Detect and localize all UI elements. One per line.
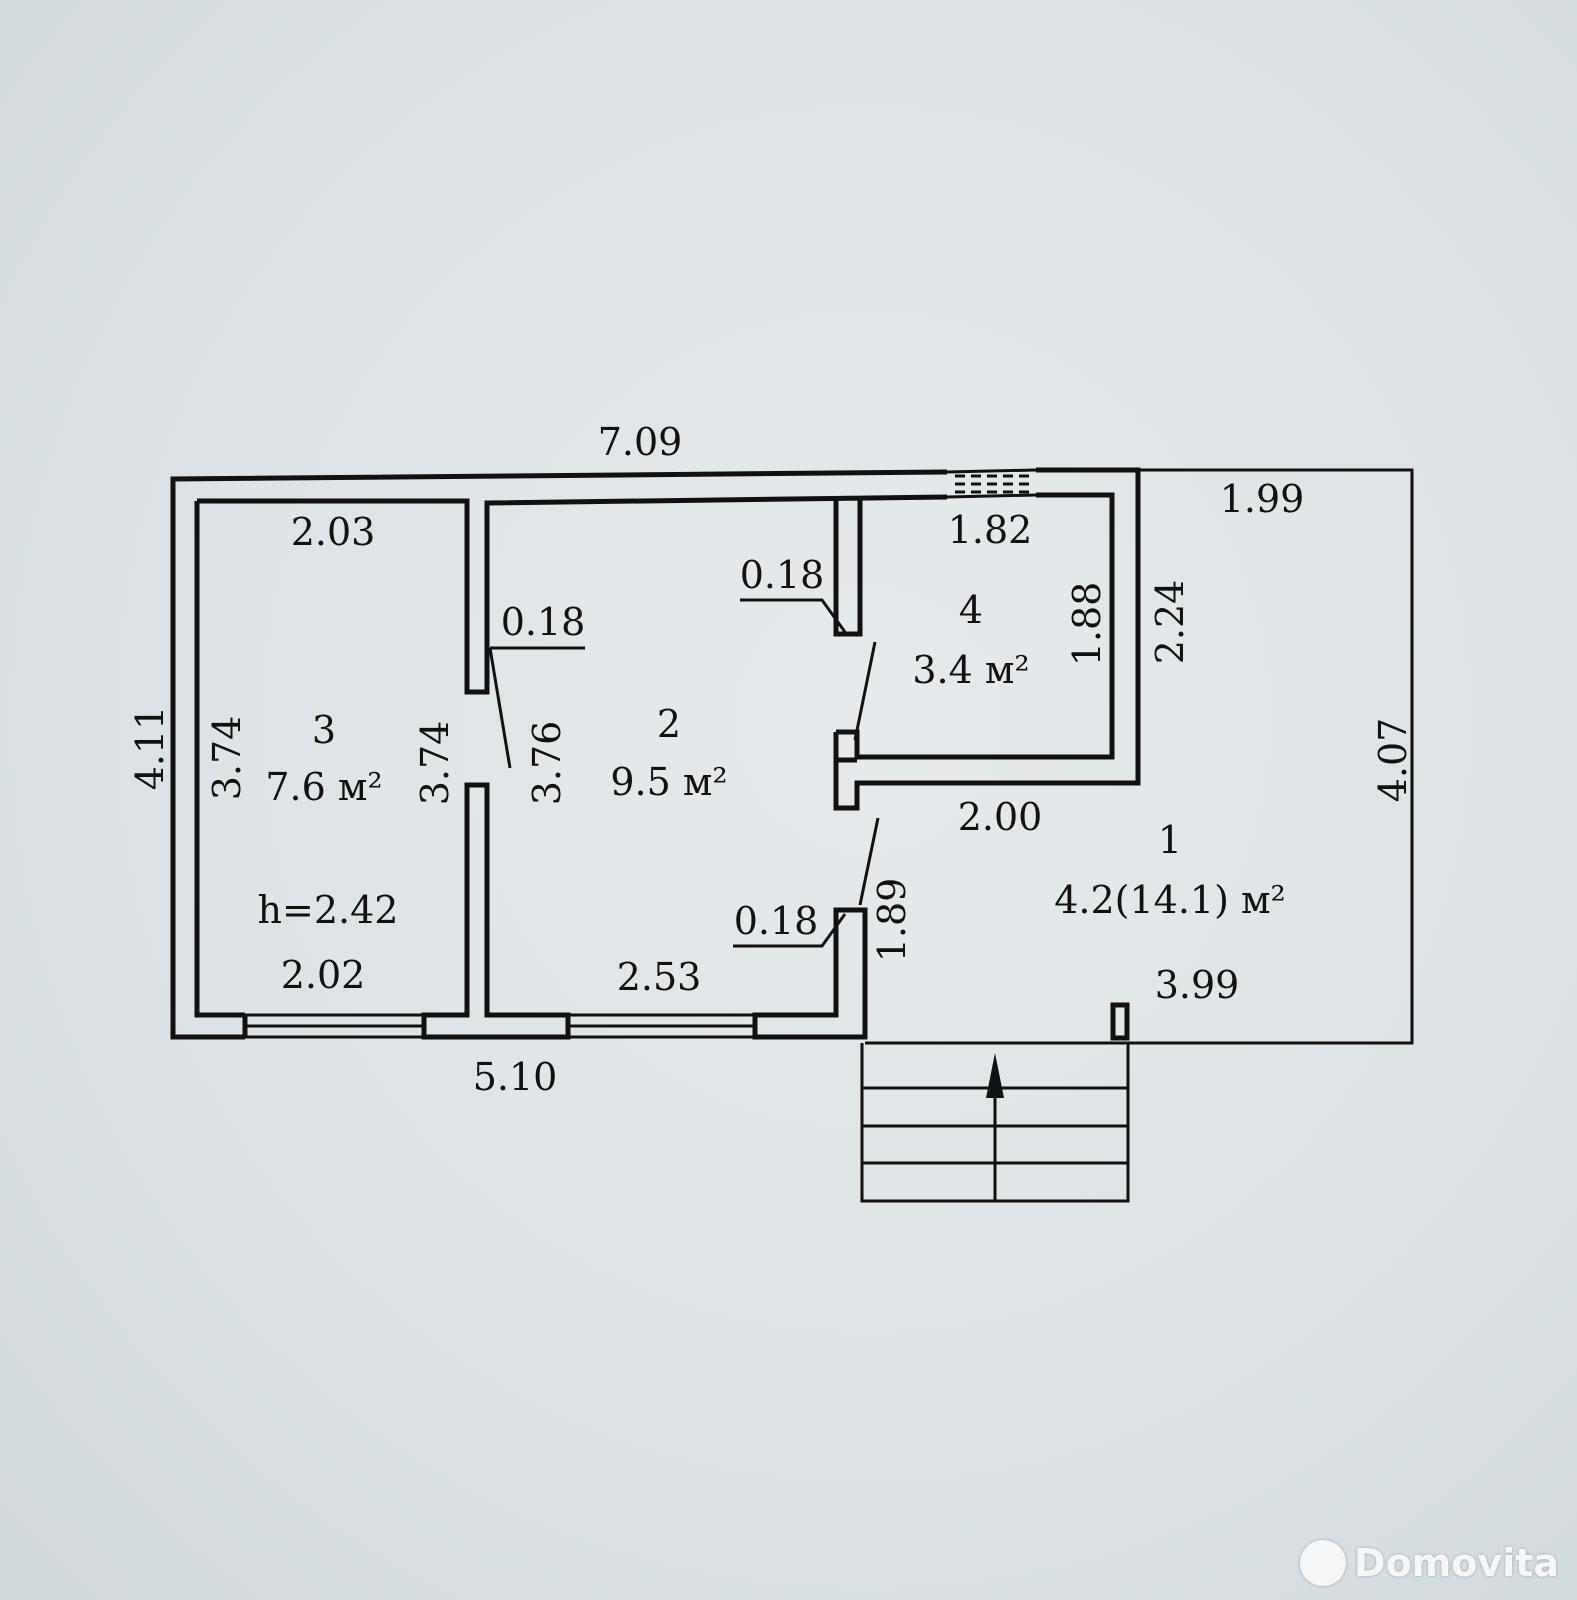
watermark: Domovita (1300, 1540, 1559, 1586)
room2-area: 9.5 м² (610, 760, 727, 804)
domovita-logo-icon (1300, 1540, 1347, 1586)
dim-room4-top: 1.82 (948, 508, 1033, 552)
room3-number: 3 (312, 708, 336, 752)
room1-area: 4.2(14.1) м² (1054, 878, 1286, 922)
dim-room2-bottom: 2.53 (617, 955, 702, 999)
watermark-text: Domovita (1354, 1541, 1559, 1585)
dim-wall-c: 0.18 (734, 899, 819, 943)
room4-area: 3.4 м² (912, 648, 1029, 692)
dim-wall-a: 0.18 (501, 600, 586, 644)
dim-porch-top: 1.99 (1220, 477, 1305, 521)
dim-room4-right: 1.88 (1065, 582, 1109, 667)
leader-lines (488, 598, 880, 948)
room3-height: h=2.42 (258, 888, 399, 932)
outer-walls (170, 467, 1414, 1203)
dim-room2-height: 3.76 (525, 721, 569, 806)
room3-area: 7.6 м² (265, 765, 382, 809)
dim-room3-bottom: 2.02 (281, 953, 366, 997)
dim-porch-mid: 2.00 (958, 795, 1043, 839)
dim-porch-right: 4.07 (1371, 718, 1415, 803)
dim-room3-right: 3.74 (413, 721, 457, 806)
room2-number: 2 (657, 702, 681, 746)
dim-room3-left: 3.74 (205, 716, 249, 801)
dim-room4-outer: 2.24 (1148, 580, 1192, 665)
dim-top-total: 7.09 (598, 420, 683, 464)
dim-room3-top: 2.03 (291, 510, 376, 554)
dim-left-total: 4.11 (128, 706, 172, 791)
room-labels: 3 7.6 м² h=2.42 2 9.5 м² 4 3.4 м² 1 4.2(… (258, 588, 1286, 932)
dim-wall-b: 0.18 (740, 553, 825, 597)
dim-porch-bottom: 3.99 (1155, 963, 1240, 1007)
dim-porch-left: 1.89 (870, 878, 914, 963)
room4-number: 4 (959, 588, 983, 632)
dimension-labels: 7.09 2.03 2.02 4.11 3.74 3.74 0.18 3.76 … (128, 420, 1415, 1099)
dim-bottom-total: 5.10 (473, 1055, 558, 1099)
room1-number: 1 (1158, 818, 1182, 862)
